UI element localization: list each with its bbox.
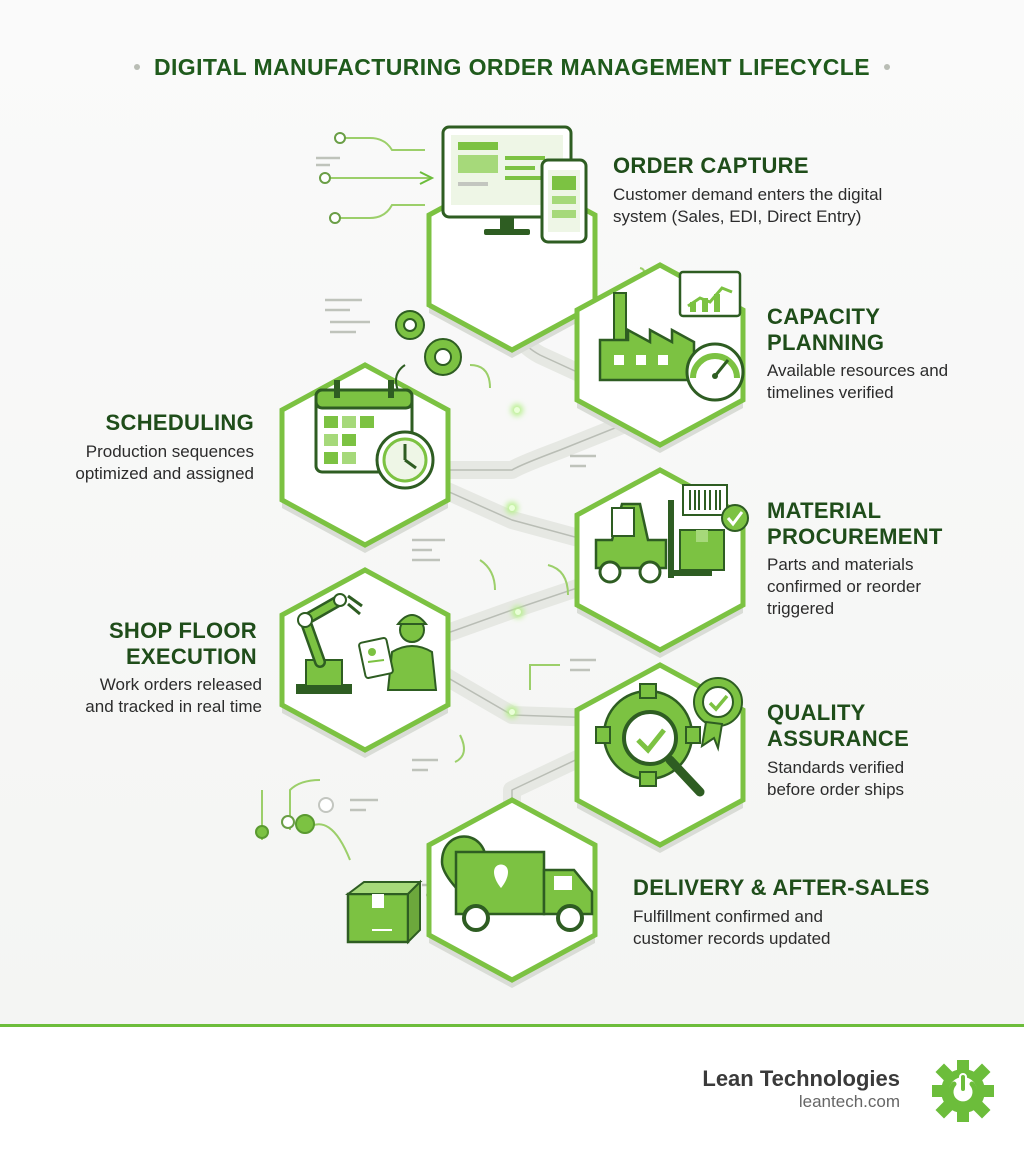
step-title-shop-floor: SHOP FLOOR EXECUTION [108,618,257,669]
calendar-clock-icon [314,380,435,490]
robot-arm-worker-icon [296,593,438,694]
forklift-icon [594,484,749,584]
lifecycle-diagram [255,125,749,988]
delivery-truck-icon [345,835,594,945]
title-row: DIGITAL MANUFACTURING ORDER MANAGEMENT L… [0,50,1024,84]
step-desc-shop-floor: Work orders released and tracked in real… [85,675,262,716]
gear-magnifier-icon [595,677,743,797]
brand-name: Lean Technologies [702,1066,900,1091]
step-title-material-procurement: MATERIAL PROCUREMENT [767,498,943,549]
step-title-capacity-planning: CAPACITY PLANNING [767,304,885,355]
step-desc-order-capture: Customer demand enters the digital syste… [613,185,883,226]
factory-gauge-icon [598,270,745,402]
step-title-scheduling: SCHEDULING [105,410,254,435]
title-bullet-right [884,64,890,70]
circuit-decoration [255,132,646,861]
step-desc-material-procurement: Parts and materials confirmed or reorder… [767,555,922,618]
step-desc-quality-assurance: Standards verified before order ships [767,758,905,799]
footer-divider [0,1024,1024,1027]
step-desc-delivery: Fulfillment confirmed and customer recor… [633,907,831,948]
brand-website: leantech.com [798,1092,900,1111]
computer-and-phone-icon [441,125,588,244]
step-title-delivery: DELIVERY & AFTER-SALES [633,875,930,900]
step-desc-capacity-planning: Available resources and timelines verifi… [767,361,949,402]
page-title: DIGITAL MANUFACTURING ORDER MANAGEMENT L… [154,53,870,80]
step-title-quality-assurance: QUALITY ASSURANCE [767,700,910,751]
step-desc-scheduling: Production sequences optimized and assig… [75,442,254,483]
dash-decoration [316,156,596,897]
power-gear-logo-icon [932,1060,994,1122]
step-title-order-capture: ORDER CAPTURE [613,153,809,178]
title-bullet-left [134,64,140,70]
gears-icon [395,310,462,396]
